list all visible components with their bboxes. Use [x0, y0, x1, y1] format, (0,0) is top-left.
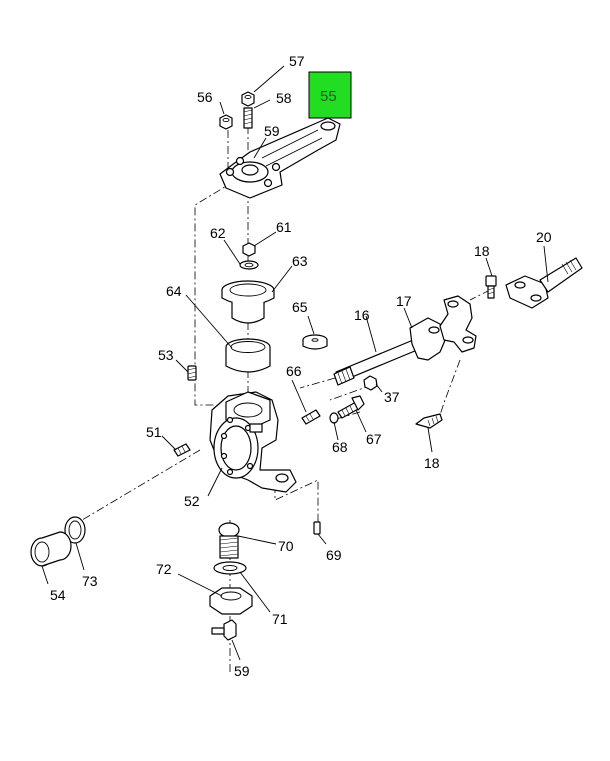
stud-58 — [243, 107, 253, 129]
callout-57[interactable]: 57 — [289, 53, 305, 69]
callout-72[interactable]: 72 — [156, 561, 172, 577]
bolt-18-lower — [415, 413, 443, 429]
callout-61[interactable]: 61 — [276, 219, 292, 235]
callout-65[interactable]: 65 — [292, 299, 308, 315]
callout-59-upper[interactable]: 59 — [264, 123, 280, 139]
callout-63[interactable]: 63 — [292, 253, 308, 269]
callout-66[interactable]: 66 — [286, 363, 302, 379]
seal-73 — [64, 516, 86, 544]
nut-57 — [241, 91, 255, 107]
callout-37[interactable]: 37 — [384, 389, 400, 405]
steering-arm — [219, 117, 341, 199]
bolt-67 — [337, 395, 365, 419]
ball-stud-70 — [218, 522, 240, 559]
callout-68[interactable]: 68 — [332, 439, 348, 455]
callout-67[interactable]: 67 — [366, 431, 382, 447]
callout-55[interactable]: 55 — [320, 88, 337, 105]
washer-62 — [239, 260, 259, 270]
callout-17[interactable]: 17 — [396, 293, 412, 309]
pin-66 — [301, 409, 321, 425]
callout-64[interactable]: 64 — [166, 283, 182, 299]
callout-labels: 56 57 58 59 62 61 63 64 65 16 17 18 20 5… — [50, 53, 552, 679]
callout-56[interactable]: 56 — [197, 89, 213, 105]
bolt-51 — [173, 443, 191, 457]
callout-71[interactable]: 71 — [272, 611, 288, 627]
callout-18-lower[interactable]: 18 — [424, 455, 440, 471]
axle-shaft-16 — [333, 337, 423, 386]
axle-20 — [505, 257, 583, 309]
callout-53[interactable]: 53 — [158, 347, 174, 363]
nut-37 — [363, 375, 378, 391]
callout-62[interactable]: 62 — [210, 225, 226, 241]
bolt-18-upper — [485, 275, 497, 299]
pin-69 — [313, 521, 321, 535]
bushing-64 — [225, 338, 271, 373]
washer-68 — [329, 412, 339, 424]
plug-53 — [187, 365, 197, 381]
callout-16[interactable]: 16 — [354, 307, 370, 323]
washer-71 — [213, 561, 247, 575]
callout-20[interactable]: 20 — [536, 229, 552, 245]
callout-51[interactable]: 51 — [146, 424, 162, 440]
callout-59-lower[interactable]: 59 — [234, 663, 250, 679]
steering-knuckle-52 — [209, 391, 297, 493]
nut-56 — [219, 114, 233, 130]
nut-72 — [209, 587, 253, 615]
callout-58[interactable]: 58 — [276, 90, 292, 106]
leader-lines — [41, 65, 549, 661]
grease-fitting-59 — [211, 619, 237, 641]
callout-18-upper[interactable]: 18 — [474, 243, 490, 259]
bushing-63 — [221, 280, 275, 324]
seal-65 — [302, 334, 328, 350]
callout-73[interactable]: 73 — [82, 573, 98, 589]
callout-70[interactable]: 70 — [278, 538, 294, 554]
callout-52[interactable]: 52 — [184, 493, 200, 509]
callout-69[interactable]: 69 — [326, 547, 342, 563]
bearing-54 — [30, 531, 72, 567]
assembly-centerlines — [39, 110, 491, 675]
part-55-highlight[interactable] — [308, 71, 352, 119]
callout-54[interactable]: 54 — [50, 587, 66, 603]
u-joint-17 — [409, 295, 477, 361]
bolt-61 — [242, 242, 256, 257]
